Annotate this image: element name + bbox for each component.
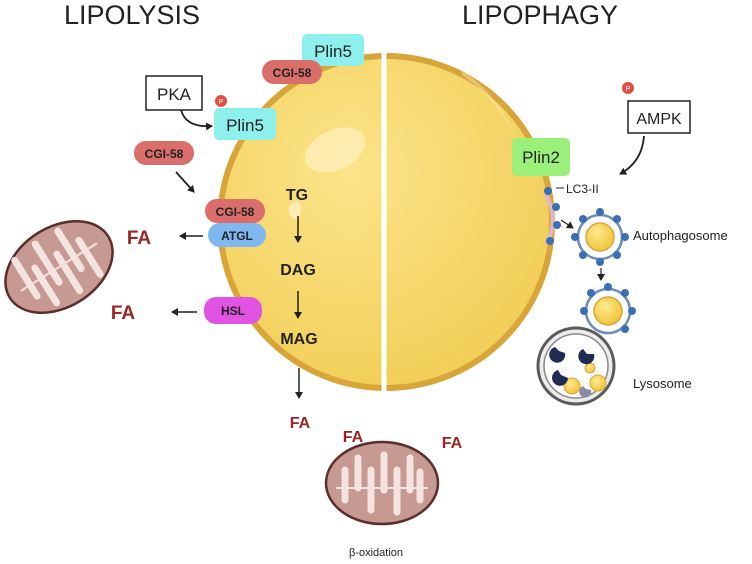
lipophagy-title: LIPOPHAGY — [462, 0, 618, 30]
lysosome-label: Lysosome — [633, 376, 692, 391]
pka-label: PKA — [157, 85, 192, 104]
lc3-label: LC3-II — [566, 182, 599, 196]
mitochondrion-bottom — [324, 440, 440, 526]
tg-label: TG — [286, 187, 308, 204]
fa-bottom-label: FA — [290, 415, 311, 432]
plin5-top-label: Plin5 — [314, 42, 352, 61]
plin2-badge — [512, 138, 570, 176]
to-autophagosome-arrow — [560, 219, 574, 229]
cgi58-top-badge — [262, 60, 322, 84]
plin5-top-badge — [302, 34, 364, 66]
fa-hsl-label: FA — [111, 303, 136, 324]
plin5-mid-label: Plin5 — [226, 116, 264, 135]
ampk-box — [627, 100, 691, 134]
plin5-mid-badge — [214, 108, 276, 140]
pka-box — [145, 75, 203, 111]
cgi58-left-label: CGI-58 — [145, 147, 184, 161]
lc3-dot — [544, 187, 552, 195]
lc3-dot — [552, 203, 560, 211]
fa-mito-right-label: FA — [442, 435, 463, 452]
cgi58-arrow — [175, 171, 195, 193]
ampk-arrow — [619, 135, 645, 175]
plin2-label: Plin2 — [522, 148, 560, 167]
autophagosome-label: Autophagosome — [633, 228, 728, 243]
phospho-icon-pka — [215, 95, 227, 107]
fa-mito-left-label: FA — [343, 429, 364, 446]
lipolysis-title: LIPOLYSIS — [64, 0, 200, 30]
lysosome — [536, 326, 616, 406]
atgl-badge — [208, 223, 266, 247]
lc3-dot — [546, 237, 554, 245]
beta-oxidation-label: β-oxidation — [349, 547, 403, 559]
mag-label: MAG — [280, 331, 317, 348]
cgi58-atgl-badge — [205, 199, 265, 223]
fa-atgl-label: FA — [127, 228, 152, 249]
fusing-autophagosome — [580, 283, 636, 335]
hsl-badge — [204, 297, 262, 324]
ampk-label: AMPK — [636, 111, 682, 128]
cgi58-atgl-label: CGI-58 — [216, 205, 255, 219]
dag-label: DAG — [280, 262, 316, 279]
atgl-label: ATGL — [221, 229, 253, 243]
lc3-dot — [553, 221, 561, 229]
phospho-label-pka: P — [219, 99, 224, 106]
phospho-label-ampk: P — [626, 86, 631, 93]
lipid-droplet — [217, 52, 555, 392]
cgi58-left-badge — [134, 141, 194, 165]
hsl-label: HSL — [221, 304, 245, 318]
mitochondrion-left — [4, 219, 114, 315]
cgi58-top-label: CGI-58 — [273, 66, 312, 80]
autophagosome — [571, 208, 629, 266]
pka-arrow — [180, 109, 213, 131]
phospho-icon-ampk — [622, 82, 634, 94]
